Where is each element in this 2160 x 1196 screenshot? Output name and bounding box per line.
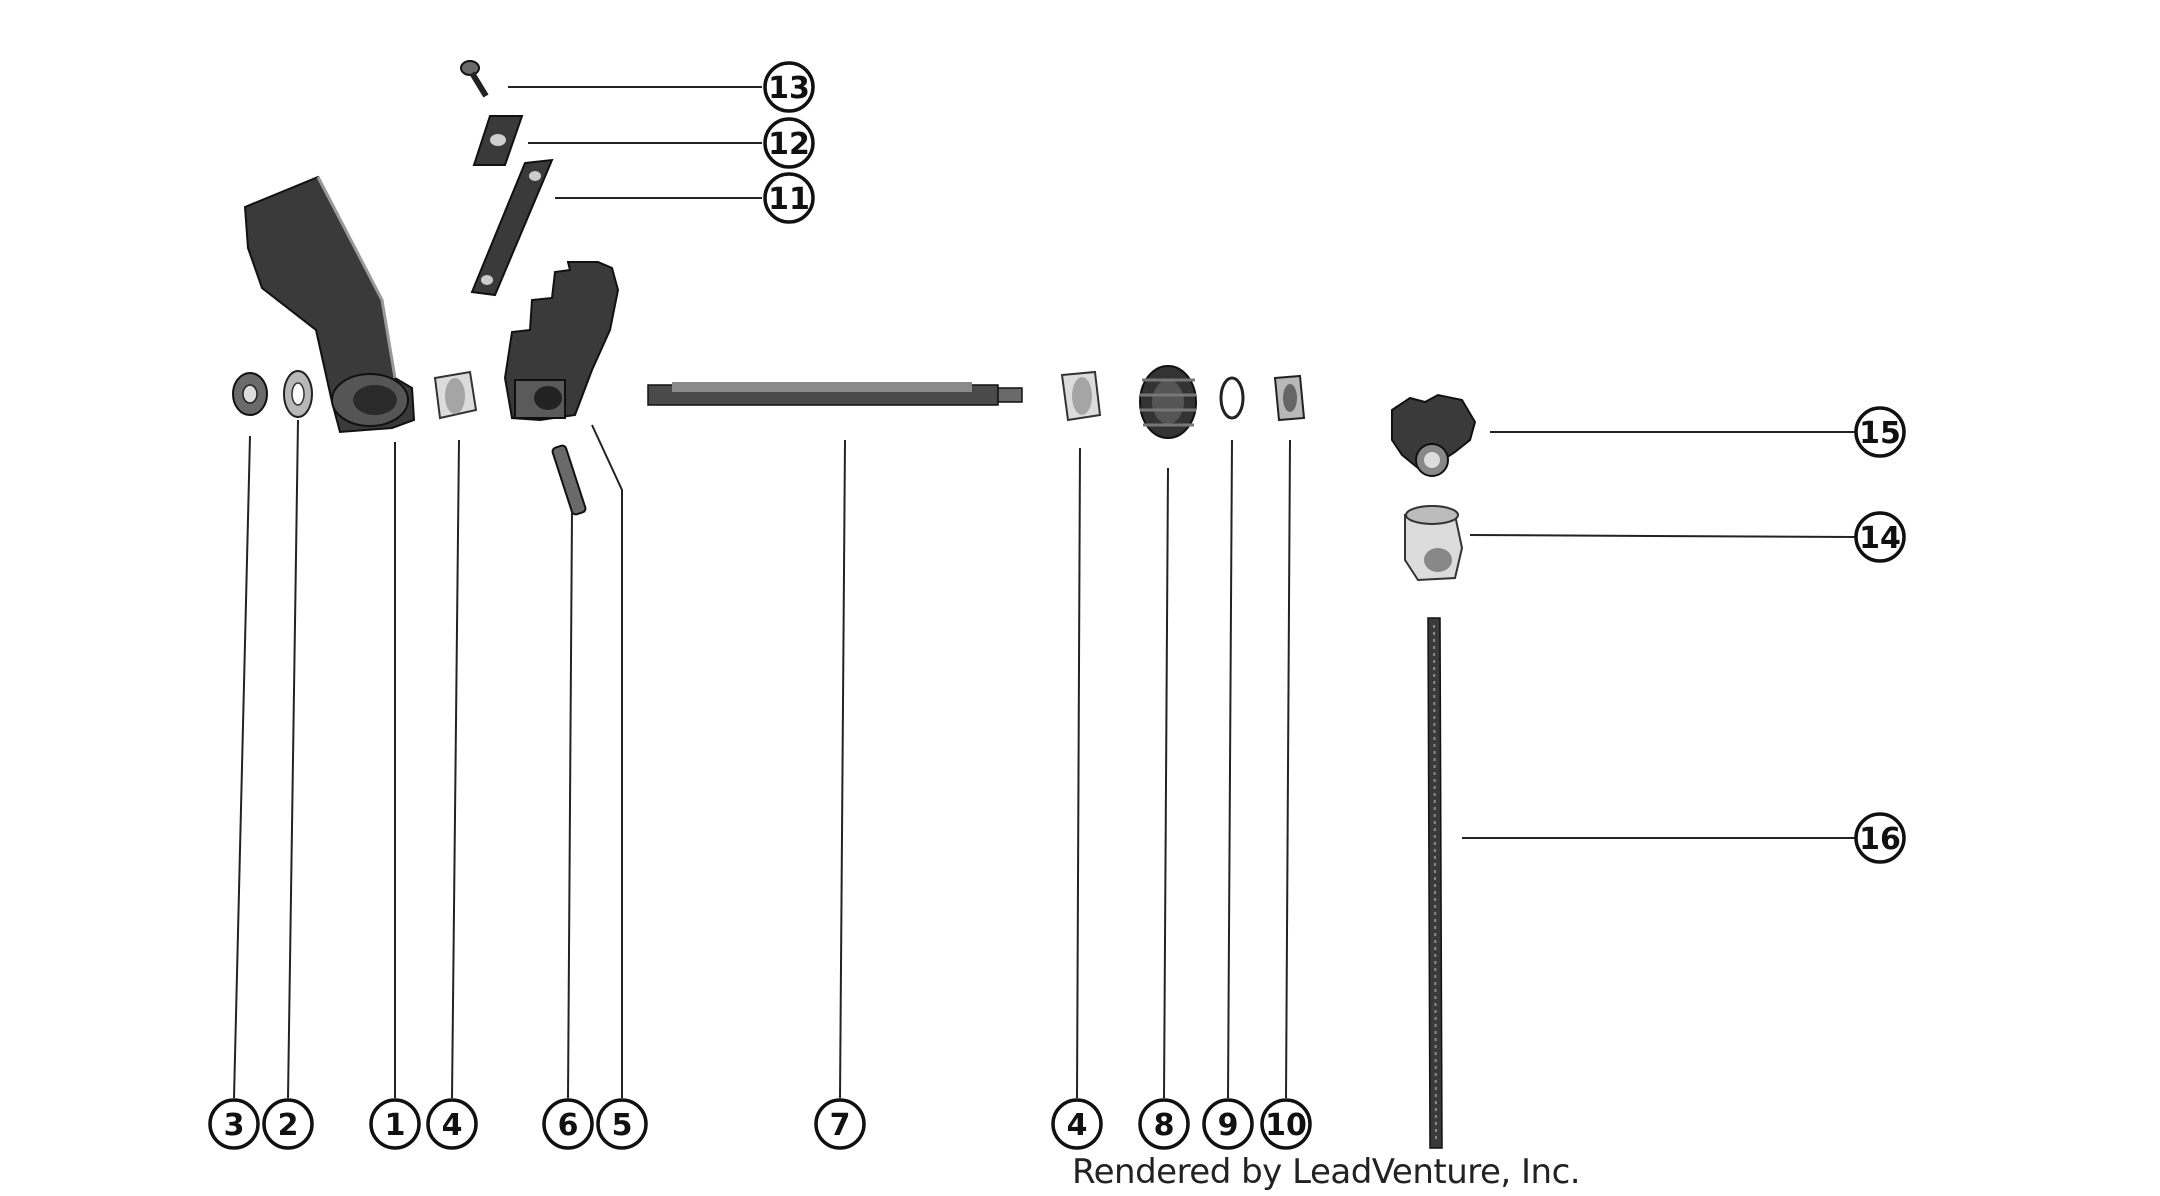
part-1-tiller-arm: [243, 175, 416, 434]
callout-12: 12: [763, 117, 815, 169]
svg-text:4: 4: [1067, 1108, 1088, 1143]
part-10-bushing: [1273, 374, 1306, 422]
svg-text:15: 15: [1859, 416, 1901, 451]
callout-6: 6: [542, 1098, 594, 1150]
svg-text:8: 8: [1154, 1108, 1175, 1143]
svg-text:3: 3: [224, 1108, 245, 1143]
callout-4-left: 4: [426, 1098, 478, 1150]
part-8-gear: [1139, 365, 1197, 439]
callout-14: 14: [1854, 511, 1906, 563]
svg-text:5: 5: [612, 1108, 633, 1143]
callout-10: 10: [1260, 1098, 1312, 1150]
part-4-bushing-left: [433, 370, 478, 420]
svg-text:11: 11: [768, 182, 810, 217]
part-3-nut: [232, 372, 268, 416]
part-7-shaft: [647, 382, 1023, 406]
part-11-link: [470, 158, 554, 297]
callout-15: 15: [1854, 406, 1906, 458]
part-5-bracket: [503, 261, 620, 422]
svg-text:10: 10: [1265, 1108, 1307, 1143]
callout-11: 11: [763, 172, 815, 224]
callout-1: 1: [369, 1098, 421, 1150]
part-15-gear-housing: [1391, 393, 1477, 477]
svg-text:4: 4: [442, 1108, 463, 1143]
svg-text:16: 16: [1859, 822, 1901, 857]
svg-text:14: 14: [1859, 521, 1901, 556]
part-16-rod: [1427, 617, 1443, 1149]
callout-9: 9: [1202, 1098, 1254, 1150]
callout-7: 7: [814, 1098, 866, 1150]
part-9-ring: [1219, 376, 1245, 420]
leader-lines: [233, 86, 1856, 1099]
svg-text:6: 6: [558, 1108, 579, 1143]
callout-16: 16: [1854, 812, 1906, 864]
part-6-pin: [551, 444, 587, 516]
callout-4-right: 4: [1051, 1098, 1103, 1150]
credit-text: Rendered by LeadVenture, Inc.: [1072, 1152, 1581, 1192]
svg-text:2: 2: [278, 1108, 299, 1143]
svg-text:9: 9: [1218, 1108, 1239, 1143]
part-13-screw: [460, 60, 489, 98]
part-14-bushing: [1404, 505, 1464, 582]
callout-2: 2: [262, 1098, 314, 1150]
callout-13: 13: [763, 61, 815, 113]
svg-text:12: 12: [768, 127, 810, 162]
part-12-plate: [472, 115, 524, 166]
callout-5: 5: [596, 1098, 648, 1150]
part-2-washer: [283, 370, 313, 418]
svg-text:7: 7: [830, 1108, 851, 1143]
callout-3: 3: [208, 1098, 260, 1150]
part-4-bushing-right: [1060, 370, 1102, 422]
svg-text:1: 1: [385, 1108, 406, 1143]
callout-8: 8: [1138, 1098, 1190, 1150]
svg-text:13: 13: [768, 71, 810, 106]
